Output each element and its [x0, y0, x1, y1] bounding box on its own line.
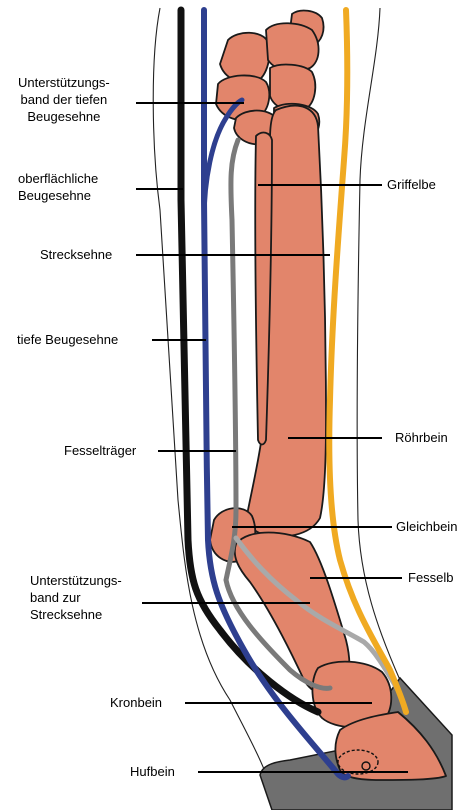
label-roehrbein: Röhrbein	[395, 429, 448, 446]
label-oberflaechliche-beugesehne: oberflächliche Beugesehne	[18, 170, 98, 204]
label-fesselbein: Fesselb	[408, 569, 454, 586]
label-unterstuetzungsband-streck: Unterstützungs- band zur Strecksehne	[30, 572, 122, 623]
label-unterstuetzungsband-tiefe: Unterstützungs- band der tiefen Beugeseh…	[18, 74, 110, 125]
leg-outline-front	[357, 8, 410, 720]
label-fesseltraeger: Fesselträger	[64, 442, 136, 459]
label-hufbein: Hufbein	[130, 763, 175, 780]
label-strecksehne: Strecksehne	[40, 246, 112, 263]
yellow-tendon	[329, 10, 406, 712]
label-gleichbein: Gleichbein	[396, 518, 457, 535]
label-kronbein: Kronbein	[110, 694, 162, 711]
label-tiefe-beugesehne: tiefe Beugesehne	[17, 331, 118, 348]
label-griffelbein: Griffelbe	[387, 176, 436, 193]
